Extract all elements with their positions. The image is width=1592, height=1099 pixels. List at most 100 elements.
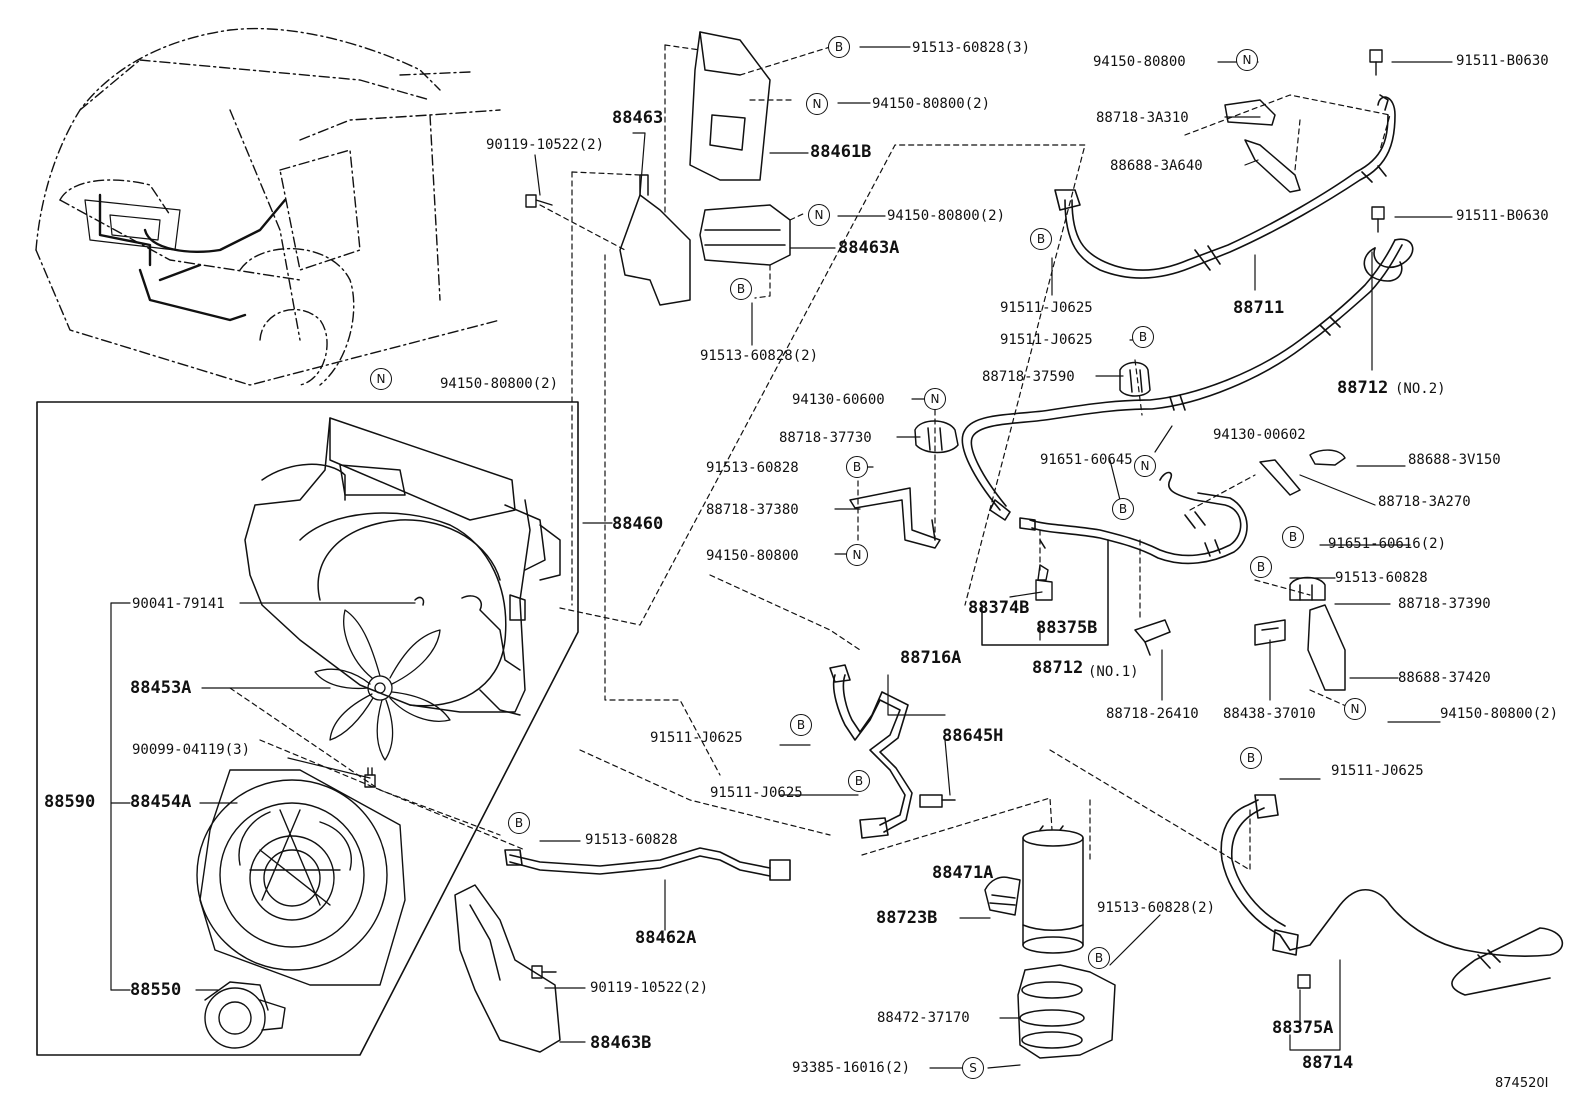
screw-fan	[364, 767, 376, 788]
part-label: 88718-37390	[1398, 596, 1491, 612]
part-label: 88718-3A310	[1096, 110, 1189, 126]
callout-n: N	[924, 388, 946, 410]
callout-n: N	[846, 544, 868, 566]
cable-88462a	[504, 847, 791, 881]
part-label: 88645H	[942, 726, 1004, 746]
callout-b: B	[790, 714, 812, 736]
part-label: 91513-60828	[706, 460, 799, 476]
part-label: 90099-04119(3)	[132, 742, 251, 758]
clamp-88718-37390	[1289, 576, 1326, 601]
part-label: 88374B	[968, 598, 1030, 618]
part-label: 94150-80800(2)	[887, 208, 1006, 224]
part-label: 88712	[1032, 658, 1084, 678]
part-label: 94150-80800(2)	[872, 96, 991, 112]
bracket-88374b-bracket	[981, 539, 1109, 646]
bracket-88463	[619, 174, 691, 306]
callout-b: B	[1282, 526, 1304, 548]
part-label: 88461B	[810, 142, 872, 162]
part-label: 88718-37730	[779, 430, 872, 446]
callout-b: B	[828, 36, 850, 58]
callout-b: B	[1088, 947, 1110, 969]
callout-n: N	[370, 368, 392, 390]
callout-b: B	[508, 812, 530, 834]
part-label: 91513-60828(3)	[912, 40, 1031, 56]
bolt-91511-b0630-top	[1369, 49, 1383, 76]
part-label: 93385-16016(2)	[792, 1060, 911, 1076]
part-label: 88463B	[590, 1033, 652, 1053]
callout-s: S	[962, 1057, 984, 1079]
pipe-88716a	[829, 664, 913, 839]
guide-lines	[229, 44, 1391, 871]
leader-lines	[110, 46, 1453, 1069]
pipe-88711	[1054, 94, 1396, 279]
part-label: 91513-60828	[585, 832, 678, 848]
part-label: 88688-3A640	[1110, 158, 1203, 174]
part-label: 88718-37380	[706, 502, 799, 518]
clamp-88723b	[984, 876, 1021, 916]
diagram-id: 874520I	[1495, 1076, 1549, 1091]
pipe-88712-no1	[1019, 471, 1248, 565]
clamp-88688-3v150	[1309, 449, 1346, 466]
part-label: 88453A	[130, 678, 192, 698]
part-label: 91511-B0630	[1456, 53, 1549, 69]
callout-n: N	[806, 93, 828, 115]
part-label: 88711	[1233, 298, 1285, 318]
bracket-88688-37420	[1307, 604, 1346, 691]
vehicle-grille	[84, 199, 181, 251]
part-label: 88375A	[1272, 1018, 1334, 1038]
bracket-88438-37010	[1254, 619, 1286, 646]
part-label: 91513-60828	[1335, 570, 1428, 586]
callout-b: B	[1250, 556, 1272, 578]
callout-b: B	[848, 770, 870, 792]
part-label: 88375B	[1036, 618, 1098, 638]
cap-88375a	[1297, 974, 1311, 989]
part-label: 88454A	[130, 792, 192, 812]
clamp-88718-3a270	[1259, 459, 1301, 496]
part-label: 91513-60828(2)	[700, 348, 819, 364]
cap-88375b	[1035, 579, 1053, 601]
part-label: 91511-J0625	[1000, 300, 1093, 316]
part-label: 88688-3V150	[1408, 452, 1501, 468]
part-label: 88471A	[932, 863, 994, 883]
part-label: 91511-J0625	[710, 785, 803, 801]
clamp-88718-37730	[914, 420, 959, 454]
fan-motor	[204, 981, 286, 1049]
bolt-91511-b0630-mid	[1371, 206, 1385, 233]
part-label: 88590	[44, 792, 96, 812]
callout-b: B	[1240, 747, 1262, 769]
part-label: 88716A	[900, 648, 962, 668]
bolt-90119-lower	[531, 965, 557, 979]
part-label: 91511-J0625	[1331, 763, 1424, 779]
callout-b: B	[846, 456, 868, 478]
part-label: 91651-60616(2)	[1328, 536, 1447, 552]
clamp-88718-26410	[1134, 619, 1171, 656]
callout-b: B	[1112, 498, 1134, 520]
part-label: 91513-60828(2)	[1097, 900, 1216, 916]
bolt-90119-top	[525, 194, 553, 208]
part-label: 94150-80800	[1093, 54, 1186, 70]
clamp-88718-37590	[1119, 361, 1151, 397]
part-label: 94130-60600	[792, 392, 885, 408]
part-label: 91511-J0625	[650, 730, 743, 746]
vehicle-ac-lines	[98, 193, 287, 322]
callout-b: B	[1030, 228, 1052, 250]
part-label: 94150-80800(2)	[440, 376, 559, 392]
part-label: (NO.1)	[1088, 664, 1139, 680]
part-label: 94150-80800	[706, 548, 799, 564]
fan-assembly-box	[36, 401, 579, 1056]
part-label: 94130-00602	[1213, 427, 1306, 443]
part-label: 88463A	[838, 238, 900, 258]
part-label: 91651-60645	[1040, 452, 1133, 468]
part-label: 91511-J0625	[1000, 332, 1093, 348]
callout-n: N	[1344, 698, 1366, 720]
bracket-88688-3a640	[1244, 139, 1301, 193]
part-label: 88723B	[876, 908, 938, 928]
part-label: 88438-37010	[1223, 706, 1316, 722]
bracket-88718-3a310	[1224, 99, 1276, 126]
callout-b: B	[730, 278, 752, 300]
pipe-88714	[1220, 794, 1564, 996]
part-label: 88714	[1302, 1053, 1354, 1073]
switch-88645h	[919, 794, 956, 808]
part-label: 88550	[130, 980, 182, 1000]
